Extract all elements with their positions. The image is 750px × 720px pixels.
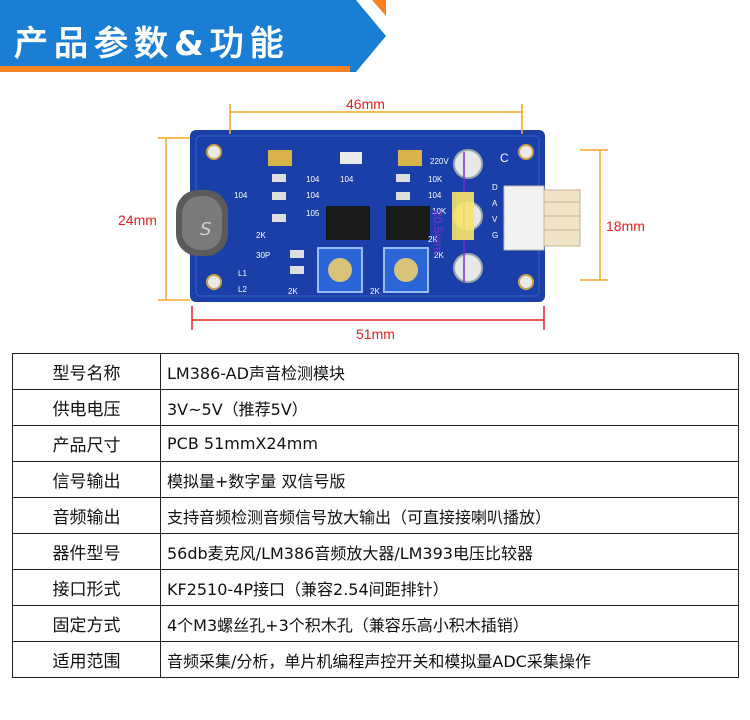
spec-value: LM386-AD声音检测模块 <box>160 353 739 390</box>
dim-left-label: 24mm <box>118 212 157 228</box>
block-hole-icon <box>453 253 483 283</box>
table-row: 音频输出 支持音频检测音频信号放大输出（可直接接喇叭播放） <box>12 497 739 534</box>
width-dimension <box>191 306 545 330</box>
silk-label: L2 <box>238 285 247 294</box>
dimension-lines <box>158 104 608 301</box>
spec-key: 固定方式 <box>12 605 161 642</box>
table-row: 适用范围 音频采集/分析，单片机编程声控开关和模拟量ADC采集操作 <box>12 641 739 678</box>
kf2510-connector <box>503 185 545 251</box>
silk-label: 104 <box>428 191 442 200</box>
mount-hole-icon <box>206 144 222 160</box>
module-drawing: S 104 104 104 104 10K 104 2K 2K 30P <box>158 104 608 330</box>
dim-bottom-label: 51mm <box>356 326 395 342</box>
spec-value: 模拟量+数字量 双信号版 <box>160 461 739 498</box>
silk-label: C <box>500 151 509 165</box>
header-banner: 产品参数&功能 <box>0 0 386 72</box>
spec-value: 支持音频检测音频信号放大输出（可直接接喇叭播放） <box>160 497 739 534</box>
silk-label: 2K <box>256 231 266 240</box>
silk-label: 2K <box>288 287 298 296</box>
spec-key: 接口形式 <box>12 569 161 606</box>
silk-label: 104 <box>340 175 354 184</box>
capacitor <box>398 150 422 166</box>
spec-key: 音频输出 <box>12 497 161 534</box>
table-row: 器件型号 56db麦克风/LM386音频放大器/LM393电压比较器 <box>12 533 739 570</box>
mount-hole-icon <box>518 144 534 160</box>
dim-right-label: 18mm <box>606 218 645 234</box>
silk-label: G <box>492 231 498 240</box>
mount-hole-icon <box>518 274 534 290</box>
table-row: 接口形式 KF2510-4P接口（兼容2.54间距排针） <box>12 569 739 606</box>
silk-label: V <box>492 215 498 224</box>
silk-label: 104 <box>306 175 320 184</box>
silk-label: 10K <box>428 175 443 184</box>
capacitor <box>268 150 292 166</box>
silk-label: 2K <box>370 287 380 296</box>
table-row: 供电电压 3V~5V（推荐5V） <box>12 389 739 426</box>
product-figure: S 104 104 104 104 10K 104 2K 2K 30P <box>0 90 750 350</box>
spec-value: PCB 51mmX24mm <box>160 425 739 462</box>
dim-inner-label: 20.5mm <box>431 210 445 254</box>
table-row: 型号名称 LM386-AD声音检测模块 <box>12 353 739 390</box>
spec-value: 3V~5V（推荐5V） <box>160 389 739 426</box>
spec-key: 适用范围 <box>12 641 161 678</box>
spec-value: 4个M3螺丝孔+3个积木孔（兼容乐高小积木插销） <box>160 605 739 642</box>
silk-label: 10K <box>432 207 447 216</box>
silk-label: L1 <box>238 269 247 278</box>
dim-top-label: 46mm <box>346 96 385 112</box>
spec-value: 56db麦克风/LM386音频放大器/LM393电压比较器 <box>160 533 739 570</box>
silk-label: 220V <box>430 157 449 166</box>
spec-key: 型号名称 <box>12 353 161 390</box>
silk-label: 2K <box>434 251 444 260</box>
page-title: 产品参数&功能 <box>14 24 290 64</box>
block-hole-icon <box>453 149 483 179</box>
mic-label: S <box>200 219 211 240</box>
spec-key: 器件型号 <box>12 533 161 570</box>
silk-label: 104 <box>306 191 320 200</box>
silk-label: D <box>492 183 498 192</box>
capacitor <box>340 152 362 164</box>
spec-value: KF2510-4P接口（兼容2.54间距排针） <box>160 569 739 606</box>
silk-label: 104 <box>234 191 248 200</box>
table-row: 固定方式 4个M3螺丝孔+3个积木孔（兼容乐高小积木插销） <box>12 605 739 642</box>
spec-key: 产品尺寸 <box>12 425 161 462</box>
table-row: 产品尺寸 PCB 51mmX24mm <box>12 425 739 462</box>
spec-table: 型号名称 LM386-AD声音检测模块 供电电压 3V~5V（推荐5V） 产品尺… <box>12 353 739 678</box>
lm393-chip <box>386 206 430 240</box>
mount-hole-icon <box>206 274 222 290</box>
spec-key: 供电电压 <box>12 389 161 426</box>
spec-value: 音频采集/分析，单片机编程声控开关和模拟量ADC采集操作 <box>160 641 739 678</box>
silk-label: 30P <box>256 251 270 260</box>
silk-label: A <box>492 199 498 208</box>
silk-label: 105 <box>306 209 320 218</box>
banner-background <box>0 0 386 72</box>
silk-label: 2K <box>428 235 438 244</box>
spec-key: 信号输出 <box>12 461 161 498</box>
connector-housing <box>543 189 581 247</box>
table-row: 信号输出 模拟量+数字量 双信号版 <box>12 461 739 498</box>
lm386-chip <box>326 206 370 240</box>
